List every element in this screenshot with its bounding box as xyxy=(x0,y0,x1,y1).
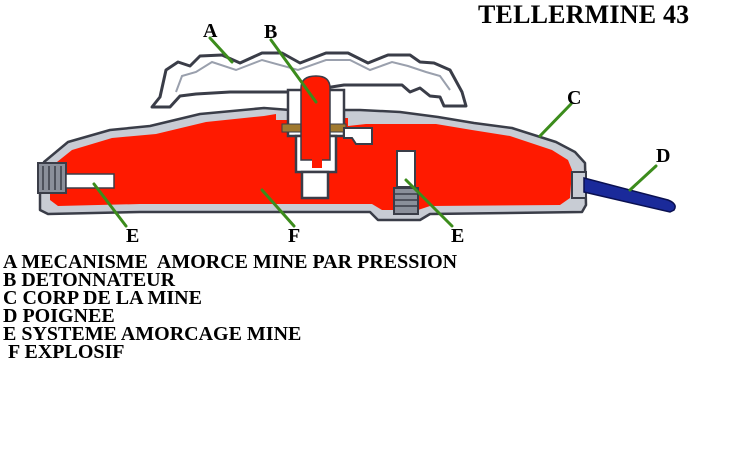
callout-b: B xyxy=(264,21,277,43)
callout-f: F xyxy=(288,225,300,247)
mine-handle xyxy=(571,171,676,213)
callout-c: C xyxy=(567,87,581,109)
legend-list: A MECANISME AMORCE MINE PAR PRESSION B D… xyxy=(3,251,458,363)
legend-item-a: A MECANISME AMORCE MINE PAR PRESSION xyxy=(3,251,458,273)
callout-a: A xyxy=(203,20,218,42)
diagram-title: TELLERMINE 43 xyxy=(478,0,690,29)
leader-lines xyxy=(92,36,658,228)
callout-d: D xyxy=(656,145,670,167)
legend-item-e: E SYSTEME AMORCAGE MINE xyxy=(3,323,302,345)
legend-item-d: D POIGNEE xyxy=(3,305,115,327)
callout-e-right: E xyxy=(451,225,464,247)
legend-item-f: F EXPLOSIF xyxy=(3,341,125,363)
left-firing-system xyxy=(37,162,115,194)
legend-item-c: C CORP DE LA MINE xyxy=(3,287,202,309)
detonator-assembly xyxy=(281,75,373,200)
legend-item-b: B DETONNATEUR xyxy=(3,269,176,291)
callout-e-left: E xyxy=(126,225,139,247)
bottom-firing-system xyxy=(393,150,419,215)
